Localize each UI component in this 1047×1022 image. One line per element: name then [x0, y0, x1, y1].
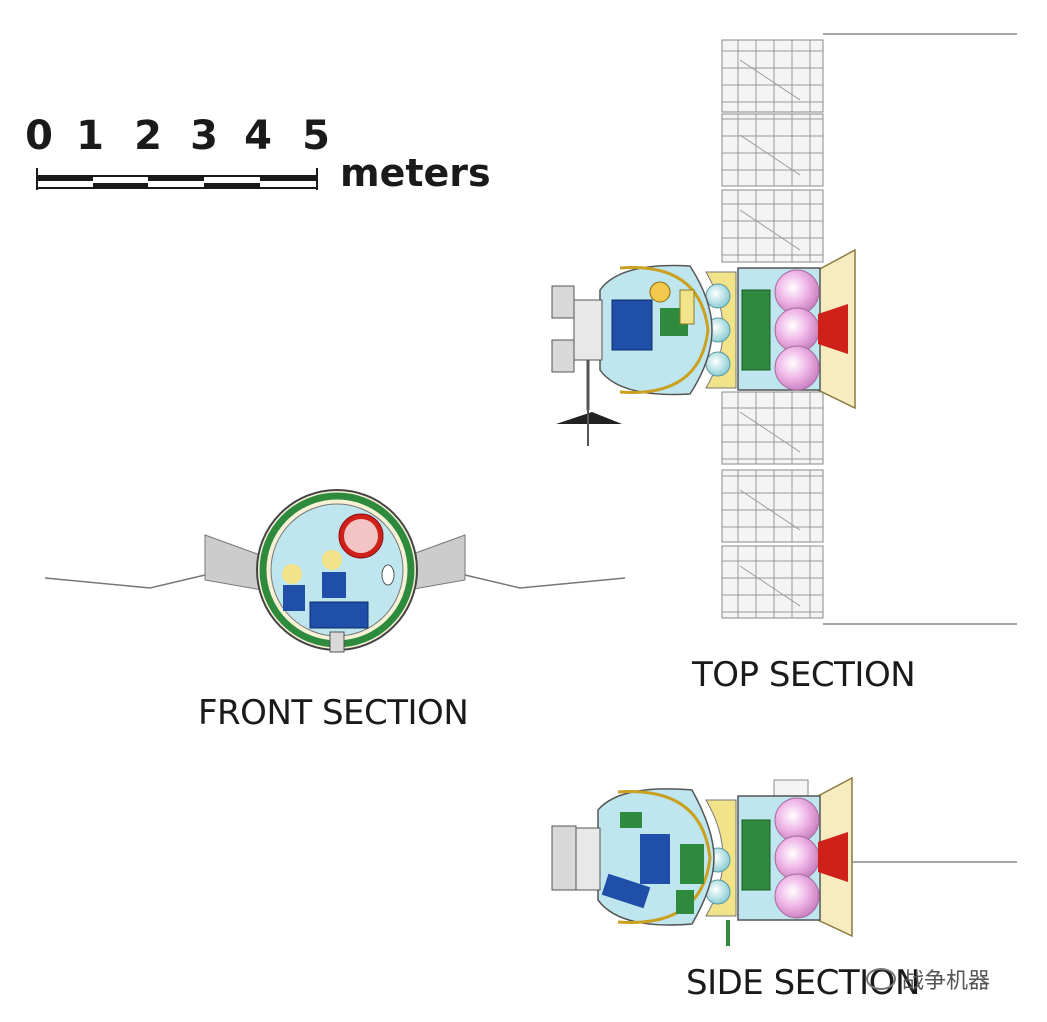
top-section-view — [551, 33, 1017, 625]
scale-unit-label: meters — [340, 151, 491, 195]
scale-tick-label: 3 — [190, 113, 218, 159]
solar-array-lower — [721, 391, 1017, 625]
scale-tick-label: 5 — [302, 113, 330, 159]
top-section-label: TOP SECTION — [692, 655, 916, 695]
scale-tick-label: 0 — [25, 113, 53, 159]
solar-array-upper — [721, 33, 1017, 263]
wechat-logo-icon — [866, 968, 896, 990]
watermark: 战争机器 — [866, 963, 990, 995]
scale-bar-graphic — [36, 168, 318, 190]
scale-tick-label: 4 — [244, 113, 272, 159]
watermark-text: 战争机器 — [902, 969, 991, 994]
side-section-view — [551, 776, 1017, 946]
scale-tick-label: 2 — [134, 113, 162, 159]
scale-tick-label: 1 — [76, 113, 104, 159]
front-section-label: FRONT SECTION — [198, 693, 469, 733]
front-section-view — [44, 489, 626, 653]
